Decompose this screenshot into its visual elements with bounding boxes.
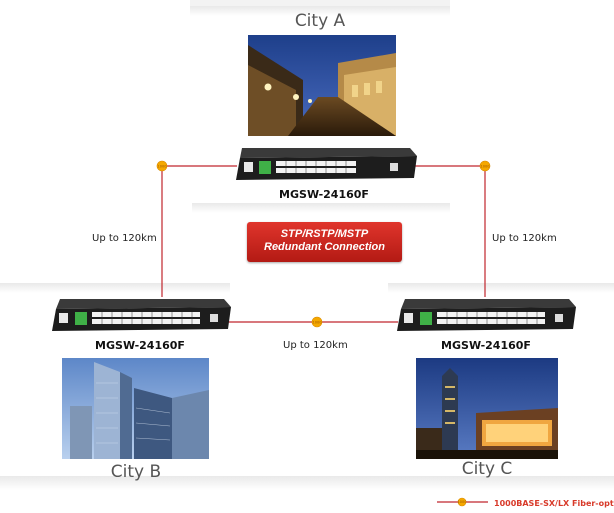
city-c-photo bbox=[416, 358, 558, 459]
link-a-to-c bbox=[415, 165, 486, 297]
switch-b-label: MGSW-24160F bbox=[95, 339, 185, 352]
switch-c-label: MGSW-24160F bbox=[441, 339, 531, 352]
bottom-band bbox=[0, 476, 614, 490]
switch-a-label: MGSW-24160F bbox=[279, 188, 369, 201]
switch-b bbox=[50, 297, 232, 335]
city-a-band bbox=[190, 6, 450, 16]
legend-node-badge: 1000 bbox=[458, 500, 467, 504]
node-left: 1000 bbox=[156, 160, 168, 172]
city-b-band bbox=[0, 283, 230, 293]
distance-label-bottom: Up to 120km bbox=[283, 340, 348, 351]
node-left-badge: 1000 bbox=[158, 164, 167, 168]
redundant-connection-box: STP/RSTP/MSTP Redundant Connection bbox=[247, 222, 402, 262]
top-shadow-band bbox=[190, 0, 450, 6]
node-right: 1000 bbox=[479, 160, 491, 172]
redundant-line-1: STP/RSTP/MSTP bbox=[280, 228, 369, 240]
city-c-band bbox=[388, 283, 614, 293]
legend-node: 1000 bbox=[458, 497, 467, 507]
city-b-photo bbox=[62, 358, 209, 459]
switch-a bbox=[232, 146, 418, 184]
switch-a-band bbox=[192, 203, 450, 213]
link-a-to-b bbox=[161, 165, 237, 297]
city-a-label: City A bbox=[294, 11, 346, 31]
city-c-label: City C bbox=[461, 459, 513, 479]
node-bottom-badge: 1000 bbox=[313, 320, 322, 324]
distance-label-right: Up to 120km bbox=[492, 233, 557, 244]
redundant-line-2: Redundant Connection bbox=[264, 241, 385, 253]
switch-c bbox=[395, 297, 577, 335]
legend-label: 1000BASE-SX/LX Fiber-optic bbox=[494, 499, 614, 508]
city-b-label: City B bbox=[110, 462, 162, 482]
distance-label-left: Up to 120km bbox=[92, 233, 157, 244]
node-right-badge: 1000 bbox=[481, 164, 490, 168]
node-bottom: 1000 bbox=[311, 316, 323, 328]
city-a-photo bbox=[248, 35, 396, 136]
